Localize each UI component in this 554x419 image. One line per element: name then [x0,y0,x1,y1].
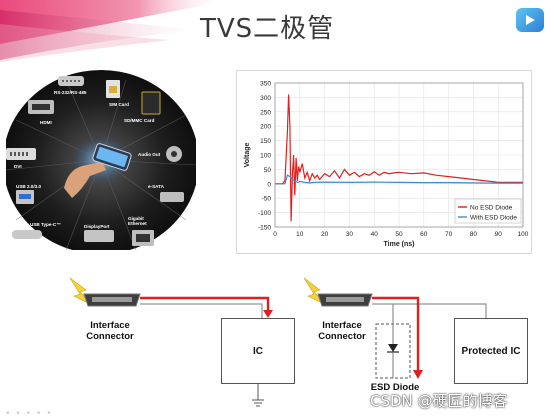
x-tick-label: 60 [420,231,428,238]
series-line-with-esd [275,174,523,185]
x-tick-label: 100 [518,231,529,238]
esata-port-icon [160,192,184,202]
label-displayport: DisplayPort [84,224,110,229]
slide-nav-dots: • • • • • [6,408,53,419]
title-decoration [0,0,230,62]
usb-c-port-icon [12,230,42,239]
y-tick-label: 0 [267,181,271,188]
x-tick-label: 30 [346,231,354,238]
hand-icon [64,162,106,198]
label-rs232: RS-232/RS-485 [54,90,87,95]
circuit-unprotected: Interface Connector IC [0,266,300,416]
x-tick-label: 50 [395,231,403,238]
hdmi-connector-icon [83,293,141,307]
connector-label-right: Interface Connector [314,320,370,342]
circuit-protected: Interface Connector Protected IC ESD Dio… [300,266,554,416]
watermark: CSDN @硬匠的博客 [370,392,508,410]
circuit-unprotected-wiring [69,277,273,407]
connector-label-line1: Interface [90,320,130,331]
diode-icon [387,344,399,353]
connector-label-line1: Interface [322,320,362,331]
y-tick-label: 200 [260,124,271,131]
y-tick-label: 350 [260,81,271,88]
x-tick-label: 70 [445,231,453,238]
hdmi-connector-icon [317,293,373,307]
legend-label: No ESD Diode [470,205,513,212]
plot-frame [274,82,524,228]
y-tick-label: 250 [260,109,271,116]
connector-label-line2: Connector [318,331,366,342]
label-usb: USB 2.0/3.0 [16,184,42,189]
play-button[interactable] [516,8,544,32]
ground-icon [252,384,264,407]
legend-box [454,198,522,224]
title-band: TVS二极管 [0,0,554,62]
label-usb-c: USB Type-C™ [30,222,61,227]
esd-current-path [372,296,423,379]
circuit-protected-wiring [303,277,487,379]
label-dvi: DVI [14,164,22,169]
sd-card-icon [141,91,161,115]
ports-artwork [3,70,199,254]
slide-title: TVS二极管 [200,14,335,44]
series-line-no-esd [275,94,523,222]
protected-ic-box: Protected IC [454,318,528,384]
displayport-icon [84,230,114,242]
label-esata: e-SATA [148,184,164,189]
label-audio-out: Audio Out [138,152,161,157]
x-tick-label: 40 [371,231,379,238]
y-tick-label: 100 [260,153,271,160]
label-gigabit-ethernet: Gigabit Ethernet [128,216,147,226]
y-tick-label: 50 [264,167,272,174]
label-hdmi: HDMI [40,120,52,125]
y-tick-label: -50 [262,196,272,203]
legend-label: With ESD Diode [470,215,517,222]
y-axis-label: Voltage [244,143,251,168]
play-icon [526,15,535,25]
y-tick-label: -150 [258,225,271,232]
x-tick-label: 0 [273,231,277,238]
connector-label-line2: Connector [86,331,134,342]
x-tick-label: 80 [470,231,478,238]
label-sd-mmc: SD/MMC Card [124,118,155,123]
y-tick-label: 150 [260,138,271,145]
ports-illustration: RS-232/RS-485 SIM Card HDMI SD/MMC Card … [3,70,199,254]
x-axis-label: Time (ns) [384,241,415,248]
label-sim-card: SIM Card [109,102,129,107]
dvi-port-icon [6,148,36,160]
connector-label-left: Interface Connector [82,320,138,342]
x-tick-label: 90 [495,231,503,238]
ic-box: IC [221,318,295,384]
y-tick-label: 300 [260,95,271,102]
x-tick-label: 10 [296,231,304,238]
y-tick-label: -100 [258,210,271,217]
esd-diode-label: ESD Diode [370,382,420,393]
x-tick-label: 20 [321,231,329,238]
esd-current-path [140,296,273,318]
